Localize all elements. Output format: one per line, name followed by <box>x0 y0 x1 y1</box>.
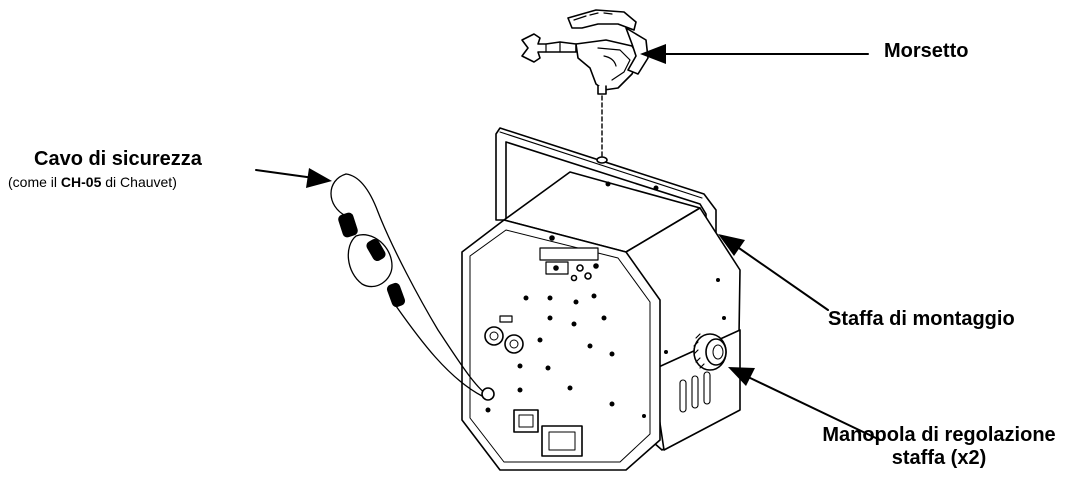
arrows <box>255 44 881 441</box>
safety-cable-note: (come il CH-05 di Chauvet) <box>8 174 177 190</box>
safety-cable-note-suffix: di Chauvet) <box>101 174 177 190</box>
clamp-label: Morsetto <box>884 40 969 62</box>
knob-label-line2: staffa (x2) <box>891 447 987 469</box>
knob-label: Manopola di regolazione staffa (x2) <box>794 424 1084 470</box>
safety-cable-label: Cavo di sicurezza <box>34 148 202 170</box>
fixture-icon <box>461 171 741 471</box>
safety-cable-icon <box>330 173 495 401</box>
bracket-label: Staffa di montaggio <box>828 308 1015 330</box>
knob-label-line1: Manopola di regolazione <box>822 424 1056 446</box>
safety-cable-note-prefix: (come il <box>8 174 61 190</box>
safety-cable-note-model: CH-05 <box>60 174 102 190</box>
knob-icon <box>693 333 727 371</box>
clamp-icon <box>521 9 649 159</box>
